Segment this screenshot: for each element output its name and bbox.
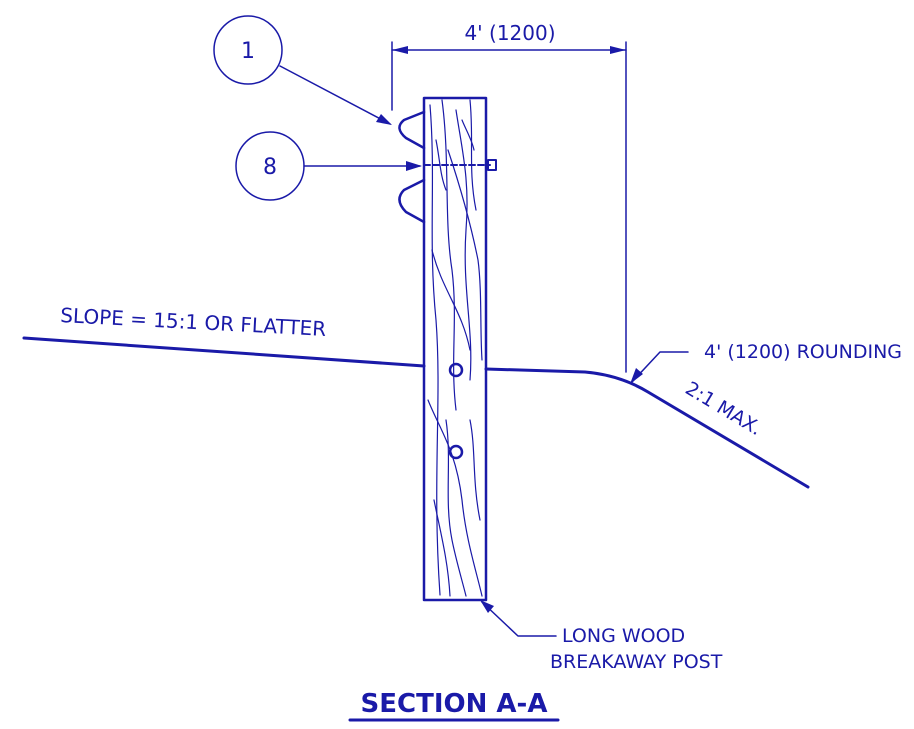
post-leader: [481, 601, 557, 637]
callout-8-arrowhead: [406, 161, 422, 171]
dimension-arrow-left: [392, 46, 408, 54]
dimension-label: 4' (1200): [464, 21, 555, 45]
slope-right-label: 2:1 MAX.: [681, 377, 765, 440]
slope-left-label: SLOPE = 15:1 OR FLATTER: [60, 303, 327, 341]
post-label-line2: BREAKAWAY POST: [550, 651, 723, 673]
callout-1-number: 1: [241, 39, 255, 64]
callout-8-number: 8: [263, 155, 277, 180]
callout-1: 1: [213, 15, 392, 125]
rail-bolt: [423, 159, 497, 171]
callout-1-leader: [279, 65, 391, 125]
post-label-line1: LONG WOOD: [562, 625, 685, 647]
rounding-arrowhead: [630, 368, 643, 384]
ground-right-profile: [484, 367, 810, 489]
callout-8: 8: [235, 131, 422, 201]
callout-1-arrowhead: [376, 114, 392, 125]
rounding-leader: [631, 351, 689, 383]
wood-grain: [427, 99, 483, 597]
bolt-hole-lower: [448, 444, 464, 460]
w-beam-rail: [398, 110, 426, 224]
wood-post: [422, 96, 488, 602]
bolt-hole-upper: [448, 362, 464, 378]
ground-left-line: [22, 336, 426, 368]
callout-1-circle: [213, 15, 283, 85]
dimension-arrow-right: [610, 46, 626, 54]
section-title: SECTION A-A: [361, 689, 548, 719]
post-arrowhead: [480, 600, 494, 613]
rounding-label: 4' (1200) ROUNDING: [704, 341, 902, 363]
dimension-4ft: [391, 41, 627, 373]
